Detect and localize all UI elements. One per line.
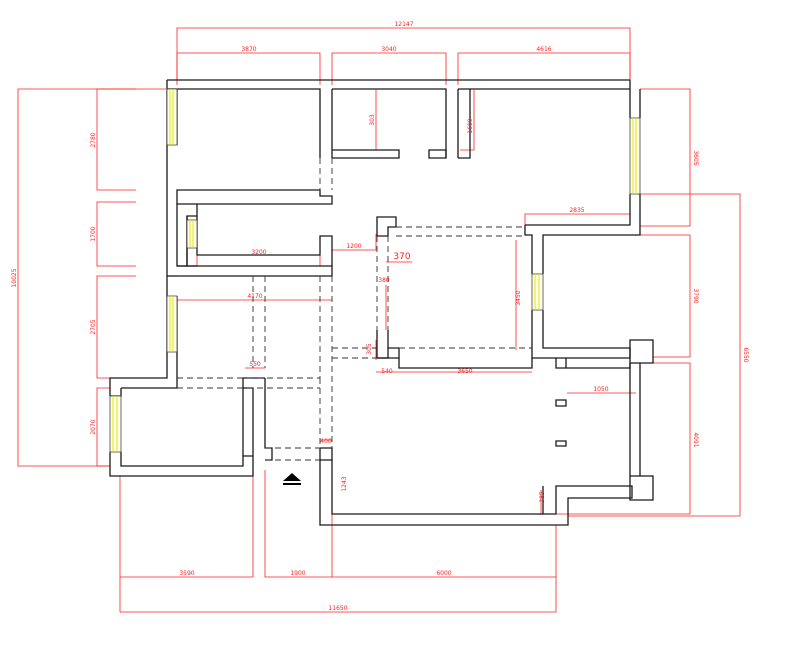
- window-left-mid: [166, 295, 178, 353]
- dim-inner-4170: 4170: [247, 293, 262, 300]
- dim-right-total: 6550: [742, 347, 749, 362]
- dim-left-2: 1700: [90, 226, 97, 241]
- entrance-arrow-icon: [283, 473, 301, 485]
- dim-inner-1243: 1243: [341, 476, 348, 491]
- dim-inner-3650: 3650: [457, 368, 472, 375]
- window-inner-small: [186, 219, 198, 249]
- dim-inner-1600: 1600: [467, 118, 474, 133]
- dim-left-4: 2070: [90, 419, 97, 434]
- dim-inner-400: 400: [320, 438, 332, 445]
- window-right-top: [629, 117, 641, 195]
- dim-right-3: 4091: [692, 432, 699, 447]
- dim-top-mid: 3040: [381, 46, 396, 53]
- dim-bottom-3: 6000: [436, 570, 451, 577]
- dim-inner-380: 380: [378, 277, 390, 284]
- dimension-labels: 12147 3870 3040 4616 10025 2780 1700 270…: [11, 21, 749, 612]
- dim-inner-385: 385: [539, 491, 546, 503]
- dim-inner-370: 370: [393, 252, 410, 262]
- window-left-top: [166, 88, 178, 146]
- window-left-bottom: [109, 395, 122, 453]
- walls: [109, 79, 654, 526]
- dim-inner-305: 305: [366, 343, 373, 355]
- dashed-lines: [177, 158, 532, 461]
- dim-inner-540: 540: [381, 368, 393, 375]
- dim-right-1: 3605: [692, 150, 699, 165]
- dim-inner-550: 550: [249, 361, 261, 368]
- dim-left-3: 2705: [90, 319, 97, 334]
- dim-top-left: 3870: [241, 46, 256, 53]
- dim-top-total: 12147: [394, 21, 413, 28]
- dim-bottom-2: 1900: [290, 570, 305, 577]
- dim-bottom-total: 11650: [328, 605, 347, 612]
- dim-bottom-1: 3590: [179, 570, 194, 577]
- dim-inner-2835: 2835: [569, 207, 584, 214]
- window-right-mid: [531, 273, 544, 311]
- dim-inner-1050: 1050: [593, 386, 608, 393]
- dim-right-2: 3790: [692, 288, 699, 303]
- dim-inner-3450: 3450: [515, 290, 522, 305]
- dim-inner-3200: 3200: [251, 249, 266, 256]
- dim-left-total: 10025: [11, 268, 18, 287]
- dim-left-1: 2780: [90, 132, 97, 147]
- dim-inner-1200: 1200: [346, 243, 361, 250]
- dimension-lines: [17, 27, 741, 613]
- windows: [109, 88, 641, 453]
- dim-inner-303: 303: [369, 114, 376, 126]
- dim-top-right: 4616: [536, 46, 551, 53]
